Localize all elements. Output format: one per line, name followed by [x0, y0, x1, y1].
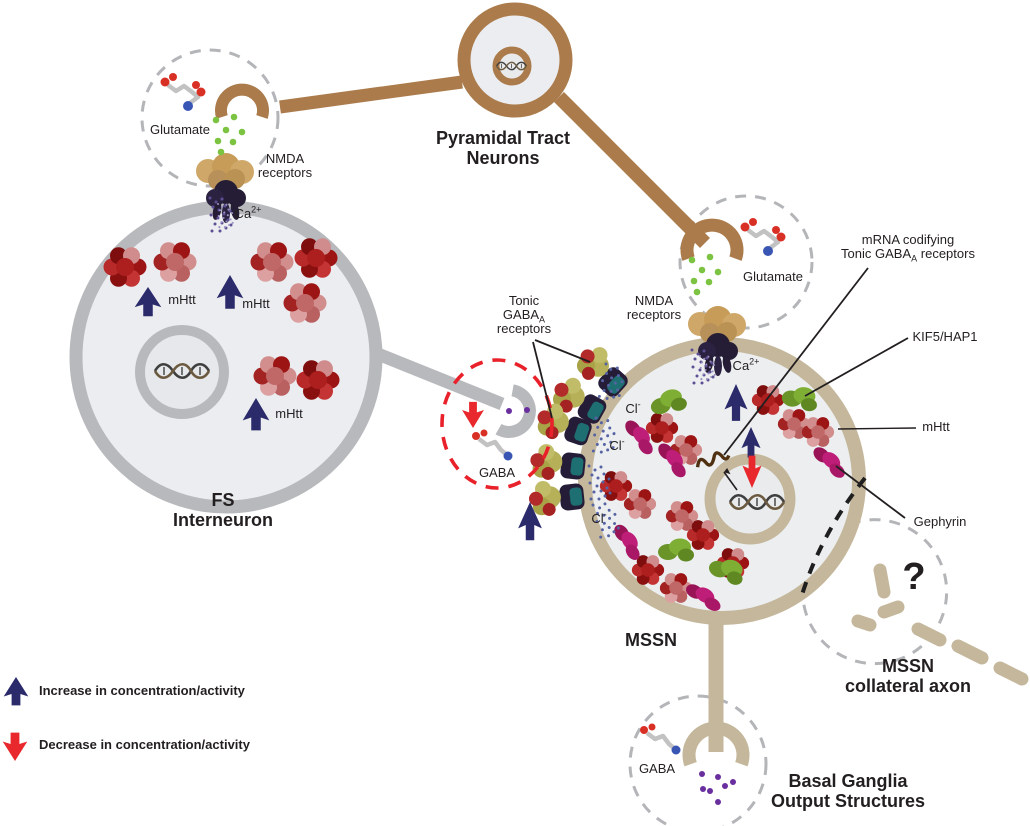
legend-increase-arrow: [3, 677, 29, 706]
mhtt-leader: [837, 427, 917, 430]
mhtt-label-right: mHtt: [922, 419, 950, 434]
collateral-branch-dashed-path: [799, 476, 867, 599]
mssn-glutamate-synapse-circle: [678, 194, 814, 330]
glutamate-molecule-icon: [161, 73, 206, 111]
legend-increase-text: Increase in concentration/activity: [39, 683, 245, 698]
mhtt-label-1: mHtt: [168, 292, 196, 307]
mrna-squiggle-icon: [695, 451, 738, 491]
fs-axon: [365, 343, 505, 411]
gephyrin-leader: [835, 465, 906, 519]
kif5-label: KIF5/HAP1: [912, 329, 978, 344]
mrna-leader: [723, 267, 869, 456]
pyramidal-nucleus: [492, 46, 532, 86]
basal-ganglia-synapse-circle: [628, 694, 768, 826]
gephyrin-label: Gephyrin: [913, 514, 967, 529]
mhtt-label-2: mHtt: [242, 296, 270, 311]
fs-interneuron: [69, 200, 536, 514]
pyramidal-axon-to-mssn: [554, 92, 710, 248]
kif5-leader: [804, 337, 909, 397]
chloride-label-1: Cl-: [625, 399, 641, 416]
gaba-label-mid: GABA: [478, 465, 516, 480]
gaba-synapse-dashed-circle: [440, 358, 554, 490]
question-mark: ?: [902, 556, 926, 598]
tonic-leader-1: [534, 339, 591, 363]
collateral-axon-circle: [801, 518, 949, 666]
mhtt-label-3: mHtt: [275, 406, 303, 421]
calcium-label-fs: Ca2+: [234, 204, 262, 221]
pyramidal-axon-to-fs: [279, 75, 463, 114]
glutamate-molecule-icon: [741, 218, 786, 256]
gaba-label-bottom: GABA: [638, 761, 676, 776]
legend-decrease-text: Decrease in concentration/activity: [39, 737, 250, 752]
glutamate-label-mssn: Glutamate: [743, 269, 803, 284]
chloride-label-2: Cl-: [609, 436, 625, 453]
tonic-leader-2: [532, 341, 553, 419]
pyramidal-terminal-mssn: [680, 218, 744, 261]
calcium-label-mssn: Ca2+: [732, 356, 760, 373]
mssn-label: MSSN: [624, 630, 678, 650]
mrna-label: mRNA codifying Tonic GABAA receptors: [841, 232, 975, 264]
mssn-neuron: [578, 337, 866, 767]
mssn-terminal: [682, 721, 750, 767]
tonic-gabaa-label: Tonic GABAA receptors: [496, 293, 552, 336]
gaba-dots: [506, 407, 736, 805]
fs-terminal: [495, 384, 536, 438]
pyramidal-neuron: [215, 2, 744, 261]
gaba-molecule-icon: [640, 724, 681, 755]
leader-lines: [532, 267, 917, 519]
chloride-label-3: Cl-: [591, 509, 607, 526]
mssn-collateral-axon-segments: [851, 563, 1029, 686]
legend-decrease-arrow: [2, 732, 28, 761]
pyramidal-terminal-fs: [215, 83, 269, 119]
glutamate-label-fs: Glutamate: [150, 122, 210, 137]
